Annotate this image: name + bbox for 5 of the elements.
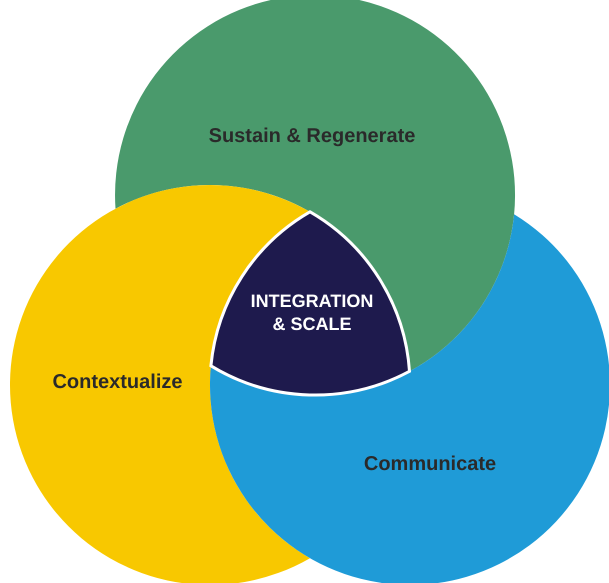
circle-label: Sustain & Regenerate xyxy=(208,124,416,149)
intersection-shape xyxy=(209,210,411,396)
circle-label: INTEGRATION & SCALE xyxy=(250,290,374,336)
circle-label: Contextualize xyxy=(52,370,183,395)
circle-label: Communicate xyxy=(364,452,496,477)
